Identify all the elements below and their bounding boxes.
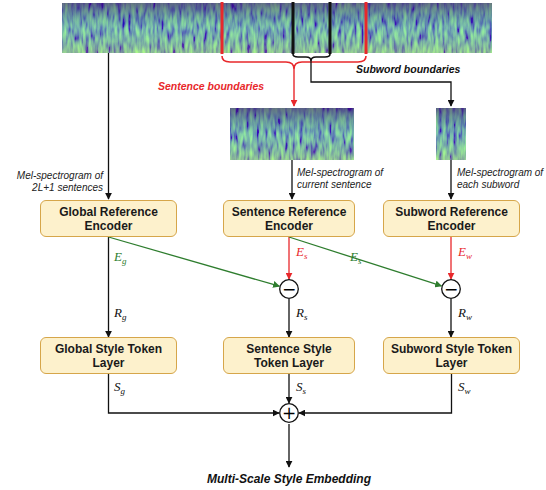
signal-label: Rw <box>458 306 472 324</box>
operator-symbol: − <box>282 281 296 298</box>
subtract-junction: − <box>441 279 461 299</box>
operator-symbol: − <box>444 281 458 298</box>
node-title: Global Reference Encoder <box>47 205 170 233</box>
sum-junction: + <box>279 403 299 423</box>
boundary-label: Subword boundaries <box>356 63 496 75</box>
spectrogram-sentence <box>230 108 354 160</box>
signal-label: Es <box>296 245 307 263</box>
output-arrow <box>288 424 289 467</box>
node-title: Global Style Token Layer <box>47 342 170 370</box>
spectrogram-shade <box>436 108 466 160</box>
signal-label: Rg <box>114 306 126 324</box>
signal-label: Es <box>350 250 361 268</box>
spectrogram-texture <box>436 108 466 160</box>
operator-symbol: + <box>282 405 296 422</box>
connector-arrow <box>288 374 289 403</box>
connector-arrow <box>109 374 280 413</box>
style-token-box: Subword Style Token Layer <box>383 337 520 374</box>
input-label: Mel-spectrogram of each subword <box>457 167 545 191</box>
connector-arrow <box>288 237 289 279</box>
signal-label: Eg <box>114 250 126 268</box>
node-title: Subword Reference Encoder <box>390 205 513 233</box>
junction-circle <box>280 404 299 423</box>
spectrogram-subword <box>436 108 466 160</box>
output-label: Multi-Scale Style Embedding <box>164 473 414 485</box>
signal-label: Ss <box>296 380 306 398</box>
node-title: Sentence Style Token Layer <box>230 342 348 370</box>
boundary-label: Sentence boundaries <box>158 80 288 92</box>
subtract-junction: − <box>279 279 299 299</box>
connector-layer <box>109 237 452 413</box>
spectrogram-texture <box>62 3 492 53</box>
signal-label: Sw <box>458 380 471 398</box>
encoder-box: Global Reference Encoder <box>40 200 177 237</box>
connector-arrow <box>289 237 441 286</box>
subword-boundary <box>329 2 332 54</box>
subword-boundary <box>292 2 295 54</box>
encoder-box: Sentence Reference Encoder <box>223 200 355 237</box>
connector-arrow <box>299 374 452 413</box>
signal-label: Ew <box>458 245 472 263</box>
junction-circle <box>280 280 299 299</box>
sentence-split-arrow <box>293 69 294 106</box>
junction-circle <box>442 280 461 299</box>
spectrogram-texture <box>230 108 354 160</box>
input-label: Mel-spectrogram of current sentence <box>297 167 385 191</box>
connector-arrow <box>450 237 451 279</box>
spectrogram-shade <box>230 108 354 160</box>
node-title: Sentence Reference Encoder <box>230 205 348 233</box>
spectrogram-full <box>62 2 492 54</box>
encoder-box: Subword Reference Encoder <box>383 200 520 237</box>
input-label: Mel-spectrogram of 2L+1 sentences <box>2 170 103 194</box>
sentence-brace <box>222 56 366 69</box>
node-title: Subword Style Token Layer <box>390 342 513 370</box>
input-arrow <box>291 160 292 199</box>
input-arrow <box>108 53 109 199</box>
subword-brace <box>293 54 330 61</box>
sentence-boundary <box>221 2 224 54</box>
spectrogram-shade <box>62 3 492 53</box>
connector-arrow <box>450 299 451 337</box>
signal-label: Sg <box>114 380 125 398</box>
input-arrow <box>450 160 451 199</box>
sentence-boundary <box>365 2 368 54</box>
style-token-box: Global Style Token Layer <box>40 337 177 374</box>
connector-arrow <box>108 237 109 337</box>
style-token-box: Sentence Style Token Layer <box>223 337 355 374</box>
signal-label: Rs <box>296 306 307 324</box>
connector-arrow <box>109 237 280 286</box>
connector-arrow <box>288 299 289 337</box>
